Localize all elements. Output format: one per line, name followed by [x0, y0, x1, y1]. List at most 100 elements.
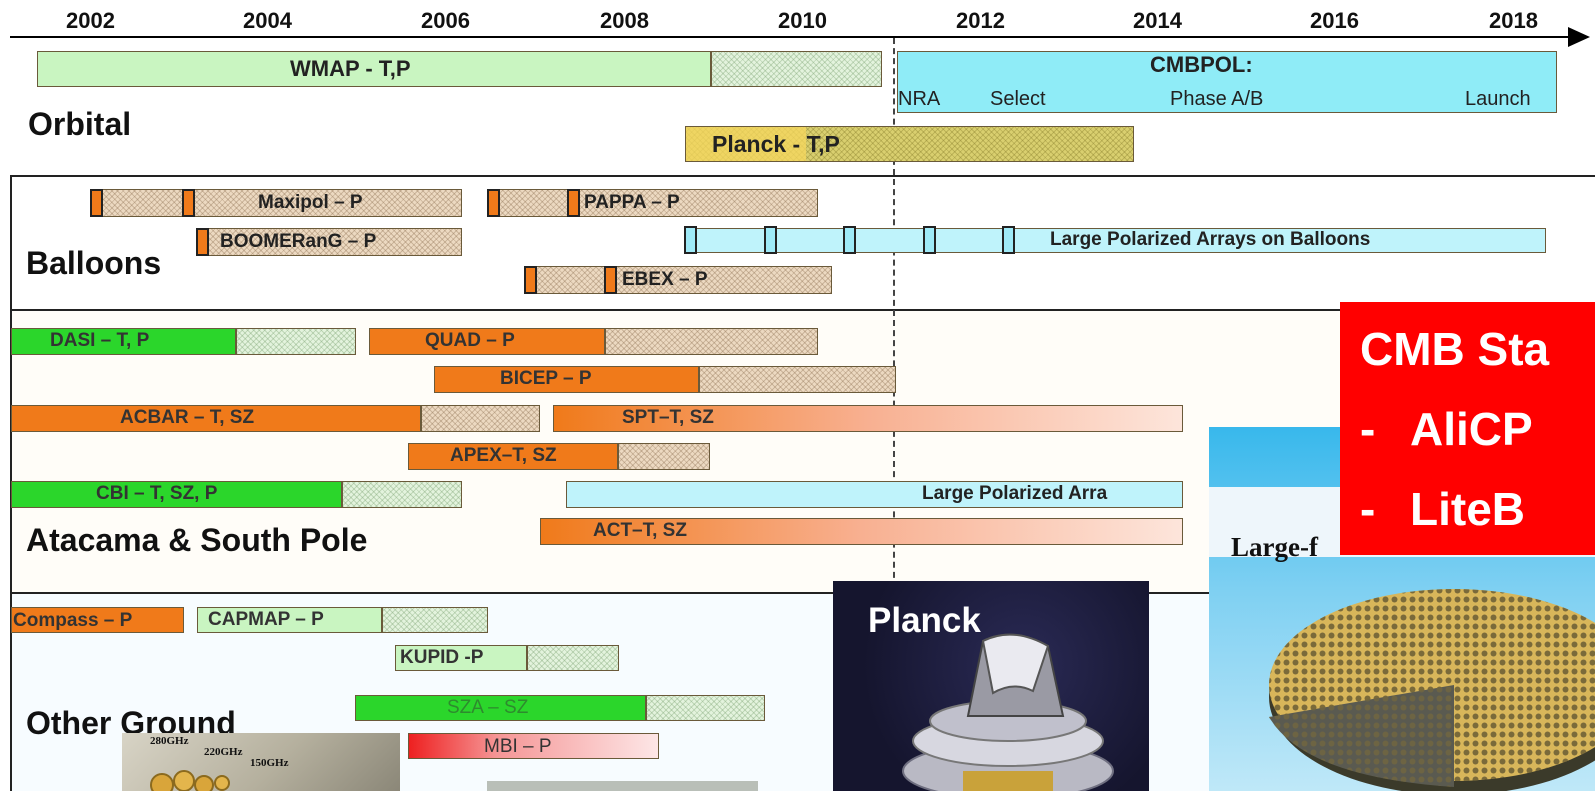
horn-freq-label-220: 220GHz — [204, 746, 243, 758]
horn-array-photo: 280GHz 220GHz 150GHz — [122, 733, 400, 791]
section-label-balloons: Balloons — [26, 245, 162, 281]
pappa-bar — [487, 189, 818, 217]
mbi-bar — [408, 733, 659, 759]
lpa-ground-label: Large Polarized Arra — [922, 483, 1108, 504]
red-callout-title: CMB Sta — [1360, 323, 1550, 375]
cbi-label: CBI – T, SZ, P — [96, 483, 218, 504]
pappa-flight-marker — [487, 189, 500, 217]
dasi-bar — [11, 328, 236, 355]
cmbpol-label: CMBPOL: — [1150, 52, 1253, 77]
focal-plane-label: Large-f — [1231, 532, 1318, 562]
maxipol-bar — [90, 189, 462, 217]
boomerang-bar — [196, 228, 462, 256]
spt-label: SPT–T, SZ — [622, 407, 714, 428]
wmap-label: WMAP - T,P — [290, 56, 411, 81]
planck-photo-label: Planck — [868, 601, 981, 640]
red-callout-item-alicpt: AliCP — [1410, 403, 1533, 455]
maxipol-flight-marker — [90, 189, 103, 217]
pappa-label: PAPPA – P — [584, 192, 680, 213]
pappa-flight-marker — [567, 189, 580, 217]
acbar-bar — [11, 405, 421, 432]
lpab-flight-marker — [1002, 226, 1015, 254]
planck-bar-highlight — [686, 127, 806, 161]
horn-cluster-icon — [150, 770, 230, 791]
year-label: 2010 — [778, 8, 827, 33]
ebex-flight-marker — [604, 266, 617, 294]
boomerang-flight-marker — [196, 228, 209, 256]
year-label: 2012 — [956, 8, 1005, 33]
cbi-bar — [11, 481, 342, 508]
capmap-label: CAPMAP – P — [208, 609, 324, 630]
cmbpol-select-label: Select — [990, 88, 1046, 110]
act-bar — [540, 518, 1183, 545]
planck-photo: Planck — [833, 581, 1149, 791]
apex-bar — [408, 443, 618, 470]
red-callout-dash: - — [1360, 403, 1376, 455]
year-label: 2008 — [600, 8, 649, 33]
red-callout-box: CMB Sta - AliCP - LiteB — [1340, 302, 1595, 555]
bicep-label: BICEP – P — [500, 368, 592, 389]
horn-freq-label-280: 280GHz — [150, 735, 189, 747]
kupid-bar-extension — [527, 645, 619, 671]
lpab-flight-marker — [684, 226, 697, 254]
focal-plane-array-icon — [1269, 589, 1595, 791]
maxipol-label: Maxipol – P — [258, 192, 363, 213]
bicep-bar-extension — [699, 366, 896, 393]
section-label-orbital: Orbital — [28, 106, 132, 142]
timeline-axis — [10, 36, 1570, 38]
wmap-bar — [37, 51, 711, 87]
year-label: 2016 — [1310, 8, 1359, 33]
kupid-label: KUPID -P — [400, 647, 484, 668]
mbi-label: MBI – P — [484, 736, 552, 757]
quad-label: QUAD – P — [425, 330, 515, 351]
wmap-bar-extension — [711, 51, 882, 87]
lpab-flight-marker — [843, 226, 856, 254]
year-label: 2014 — [1133, 8, 1182, 33]
cmbpol-phase-label: Phase A/B — [1170, 88, 1264, 110]
lpab-flight-marker — [764, 226, 777, 254]
cmbpol-nra-label: NRA — [898, 88, 941, 110]
red-callout-dash: - — [1360, 483, 1376, 535]
gray-panel — [487, 781, 758, 791]
red-callout-item-litebird: LiteB — [1410, 483, 1525, 535]
cmbpol-bar — [897, 51, 1557, 113]
dasi-label: DASI – T, P — [50, 330, 150, 351]
year-label: 2002 — [66, 8, 115, 33]
ebex-label: EBEX – P — [622, 269, 708, 290]
dasi-bar-extension — [236, 328, 356, 355]
lpab-bar — [684, 228, 1546, 253]
sza-bar — [355, 695, 646, 721]
boomerang-label: BOOMERanG – P — [220, 231, 377, 252]
sza-label: SZA – SZ — [447, 697, 529, 718]
spt-bar — [553, 405, 1183, 432]
ebex-bar — [524, 266, 832, 294]
lpa-ground-bar — [566, 481, 1183, 508]
compass-bar — [11, 607, 184, 633]
act-label: ACT–T, SZ — [593, 520, 687, 541]
acbar-bar-extension — [421, 405, 540, 432]
year-label: 2004 — [243, 8, 292, 33]
apex-bar-extension — [618, 443, 710, 470]
horn-freq-label-150: 150GHz — [250, 757, 289, 769]
capmap-bar — [197, 607, 382, 633]
cbi-bar-extension — [342, 481, 462, 508]
section-label-atacama: Atacama & South Pole — [26, 522, 368, 558]
lpab-flight-marker — [923, 226, 936, 254]
axis-arrow-icon — [1568, 27, 1590, 47]
compass-label: Compass – P — [13, 610, 133, 631]
lpab-label: Large Polarized Arrays on Balloons — [1050, 229, 1371, 250]
sza-bar-extension — [646, 695, 765, 721]
quad-bar-extension — [605, 328, 818, 355]
year-label: 2018 — [1489, 8, 1538, 33]
year-label: 2006 — [421, 8, 470, 33]
planck-satellite-icon — [902, 633, 1114, 791]
acbar-label: ACBAR – T, SZ — [120, 407, 255, 428]
cmbpol-launch-label: Launch — [1465, 88, 1531, 110]
balloons-section-frame — [10, 175, 1595, 311]
maxipol-flight-marker — [182, 189, 195, 217]
bicep-bar — [434, 366, 699, 393]
current-date-dashed-line — [893, 38, 895, 598]
kupid-bar — [395, 645, 527, 671]
apex-label: APEX–T, SZ — [450, 445, 557, 466]
ebex-flight-marker — [524, 266, 537, 294]
